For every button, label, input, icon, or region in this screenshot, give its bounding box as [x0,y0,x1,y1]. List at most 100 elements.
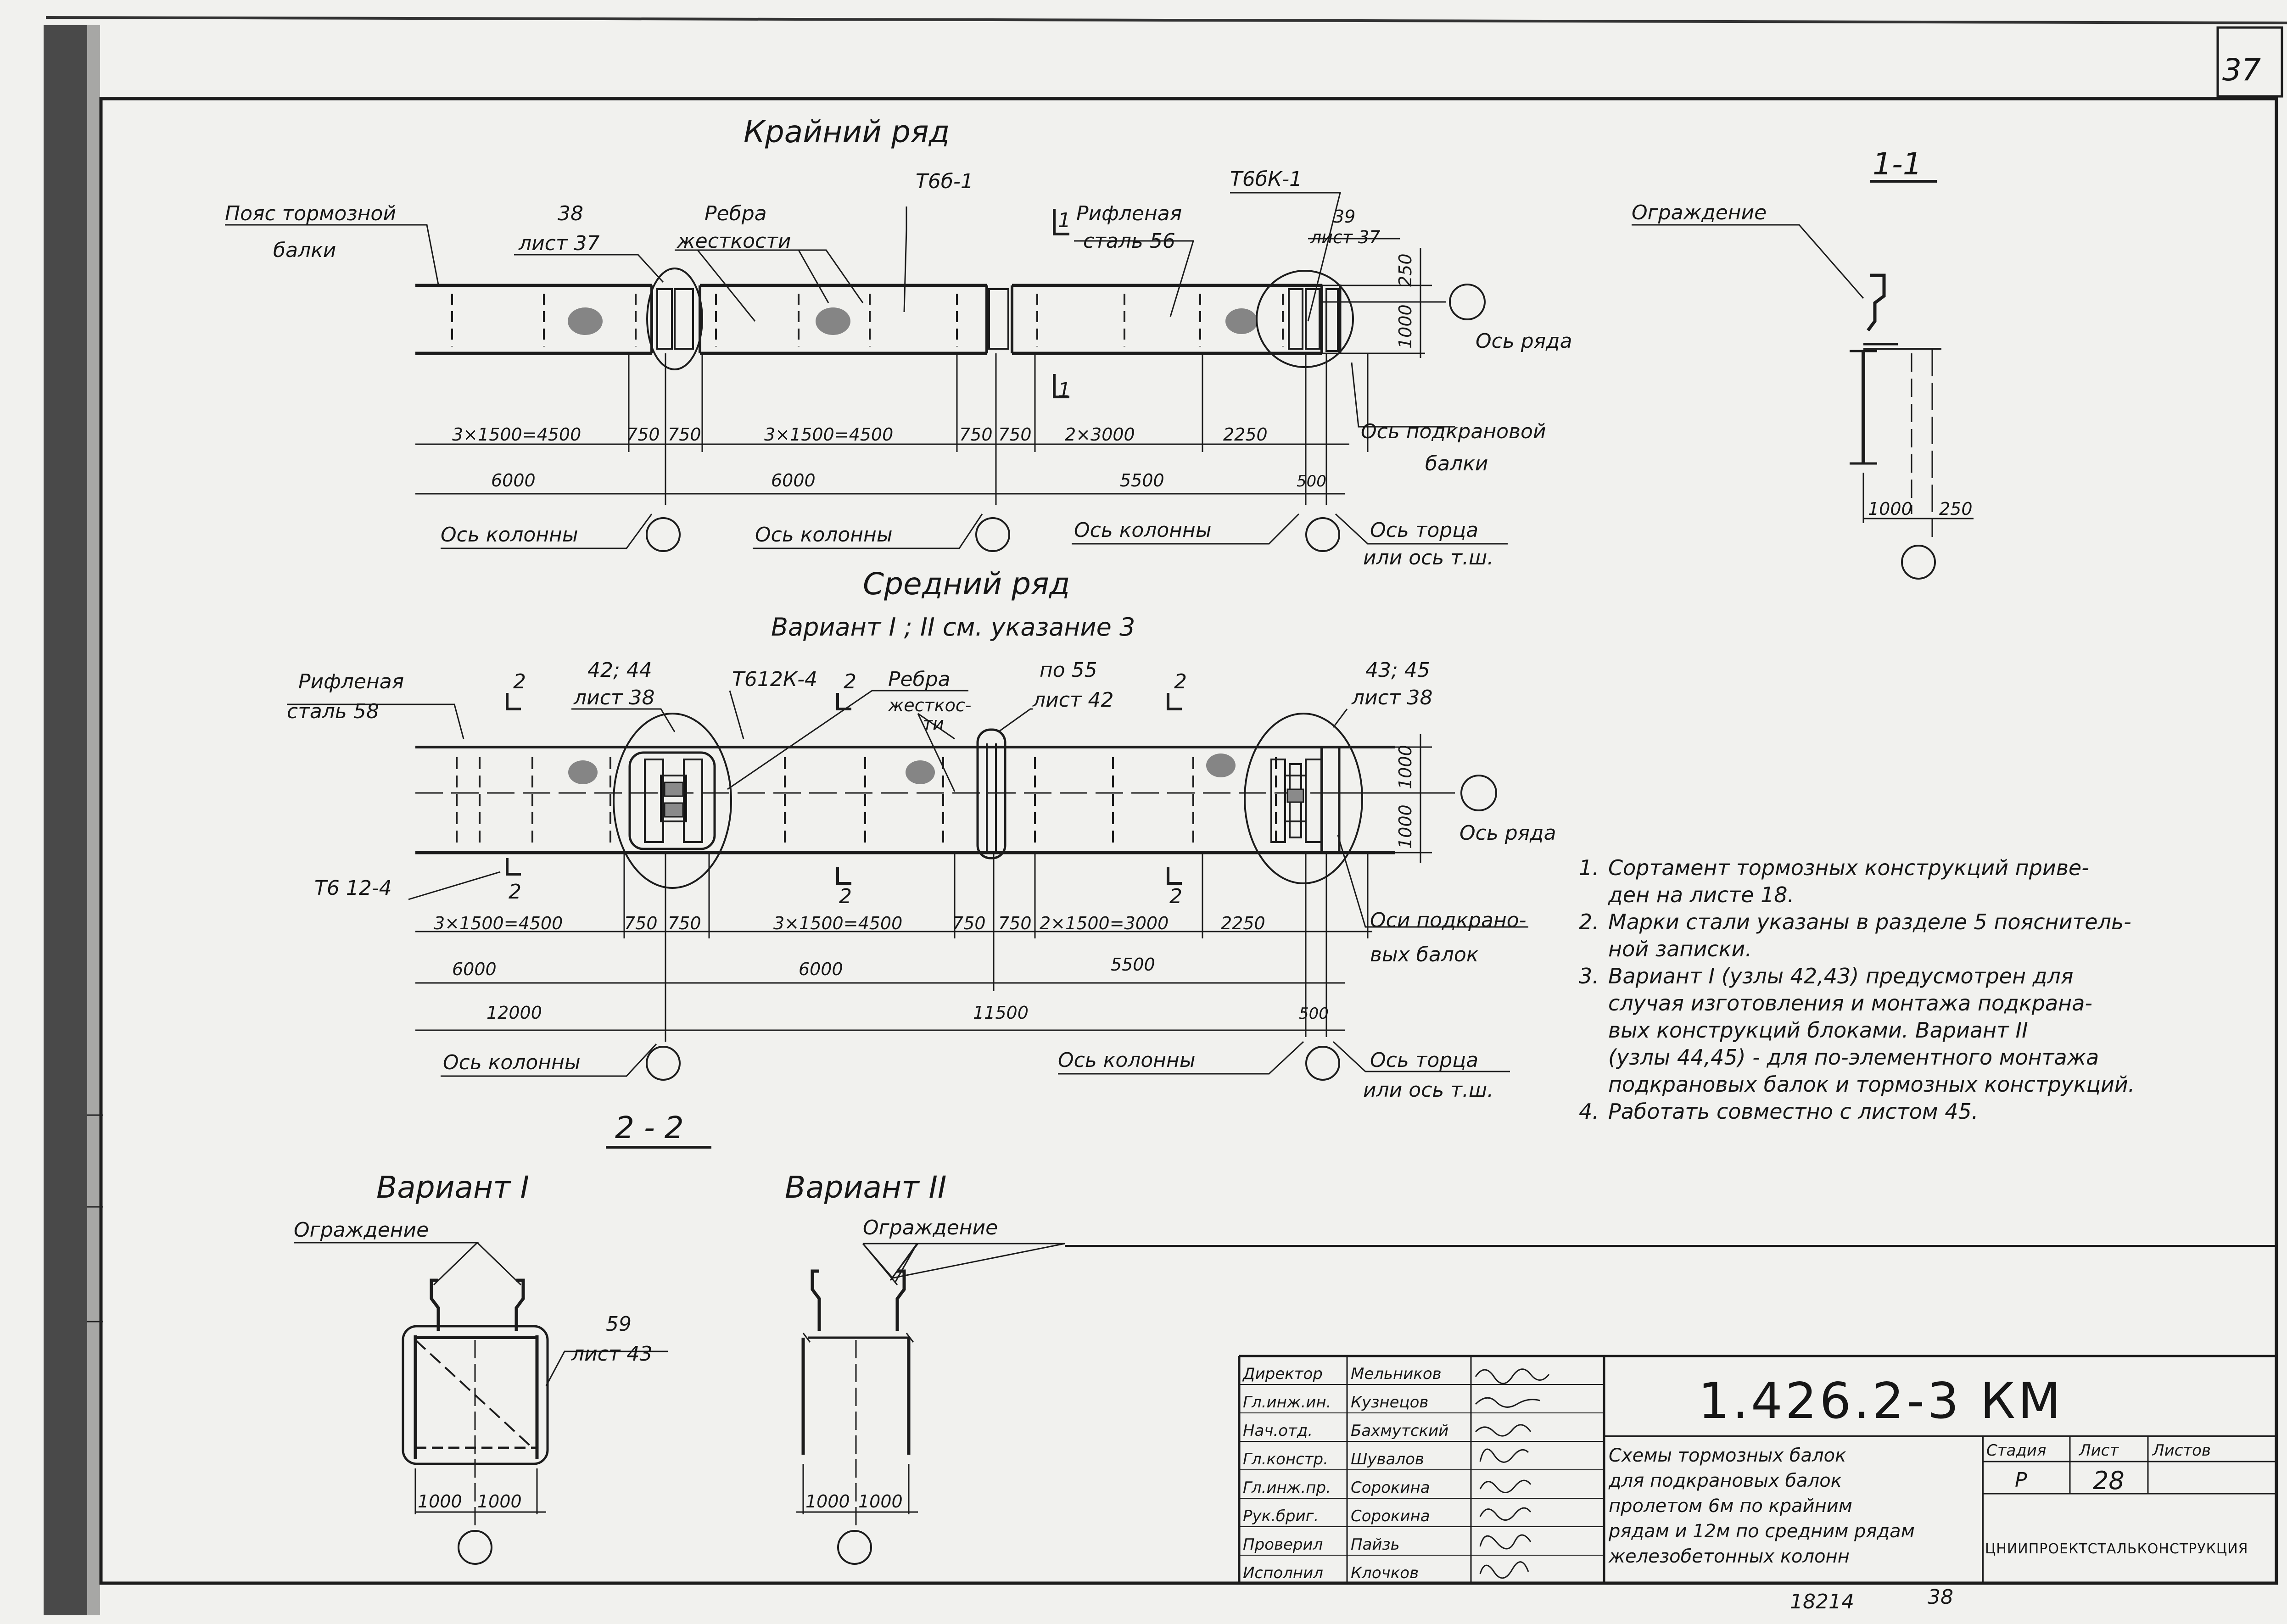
label-axis-end: Ось торца [1370,519,1478,542]
dim-middle-7: 2×1500=3000 [1040,913,1169,933]
description-line-2: для подкрановых балок [1608,1470,1842,1491]
role-5: Гл.инж.пр. [1243,1479,1331,1497]
label-ribs: Ребра [705,202,767,225]
label-axis-column-2: Ось колонны [1058,1049,1196,1072]
variant-2-fence: Ограждение [863,1216,998,1239]
corner-sheet-number: 37 [2222,52,2261,88]
plan-middle-title: Средний ряд [863,566,1070,602]
note-1-line-1: Сортамент тормозных конструкций приве- [1608,855,2089,880]
dim-middle-3: 750 [668,913,701,933]
organization: ЦНИИПРОЕКТСТАЛЬКОНСТРУКЦИЯ [1985,1541,2248,1557]
sheets-header: Листов [2152,1441,2211,1460]
dim-outer-span-3: 5500 [1120,470,1164,491]
variant-1-fence: Ограждение [294,1218,429,1242]
note-4-body: Работать совместно с листом 45. [1608,1098,1978,1125]
dim-middle-8: 2250 [1221,913,1265,933]
note-1: 1. Сортамент тормозных конструкций приве… [1579,854,2231,909]
description-line-3: пролетом 6м по крайним [1609,1496,1852,1517]
node-55-sheet: лист 42 [1032,688,1114,712]
dim-outer-span-4: 500 [1297,472,1326,491]
label-plate-2: сталь 58 [287,700,379,723]
note-4-number: 4. [1579,1099,1599,1124]
role-4: Гл.констр. [1243,1450,1328,1468]
note-3-line-4: (узлы 44,45) - для по-элементного монтаж… [1608,1045,2099,1070]
name-3: Бахмутский [1351,1422,1448,1440]
node-42-44-number: 42; 44 [587,659,652,682]
notes-list: 1. Сортамент тормозных конструкций приве… [1579,854,2231,1125]
section-1-1-fence: Ограждение [1632,201,1767,224]
note-4: 4. Работать совместно с листом 45. [1579,1098,2231,1125]
note-2: 2. Марки стали указаны в разделе 5 поясн… [1579,909,2231,963]
dim-outer-7: 2×3000 [1065,424,1135,445]
node-43-45-number: 43; 45 [1365,659,1430,682]
name-4: Шувалов [1351,1450,1424,1468]
section-2-mark-f: 2 [1169,885,1182,908]
note-3-body: Вариант I (узлы 42,43) предусмотрен для … [1608,963,2135,1098]
dim-middle-span-3: 5500 [1111,954,1155,975]
section-1-mark-top: 1 [1058,209,1071,232]
role-2: Гл.инж.ин. [1243,1393,1331,1412]
plan-middle-subtitle: Вариант I ; II см. указание 3 [771,613,1135,642]
variant-1-title: Вариант I [376,1170,529,1205]
role-3: Нач.отд. [1243,1422,1313,1440]
note-3-line-5: подкрановых балок и тормозных конструкци… [1608,1072,2135,1097]
label-axis-column-3: Ось колонны [1074,519,1212,542]
label-plate: Рифленая [1076,202,1182,225]
label-axes-crane: Оси подкрано- [1370,909,1527,932]
dim-middle-vertical-2: 1000 [1395,804,1415,849]
plan-outer-title: Крайний ряд [744,114,950,150]
label-plate-2: сталь 56 [1083,229,1175,253]
node-38-sheet: лист 37 [518,232,600,255]
name-6: Сорокина [1351,1507,1430,1525]
name-7: Пайзь [1351,1535,1400,1554]
variant-2-dim-a: 1000 [805,1491,850,1512]
note-3-line-2: случая изготовления и монтажа подкрана- [1608,991,2092,1016]
note-3-line-1: Вариант I (узлы 42,43) предусмотрен для [1608,964,2074,988]
dim-middle-2: 750 [624,913,658,933]
label-axis-end-2: или ось т.ш. [1363,1078,1493,1102]
description-line-1: Схемы тормозных балок [1609,1445,1846,1466]
left-binding-strip [44,25,87,1615]
note-3-line-3: вых конструкций блоками. Вариант II [1608,1018,2028,1043]
label-ribs: Ребра [888,668,951,691]
label-axis-row: Ось ряда [1459,821,1556,845]
label-brake-belt: Пояс тормозной [225,202,396,225]
section-1-1-dim-b: 250 [1939,499,1973,519]
role-8: Исполнил [1243,1564,1323,1582]
drawing-frame [99,97,2278,1585]
dim-middle-total-3: 500 [1299,1005,1329,1023]
plan-middle-row [287,690,1528,1081]
label-axis-crane: Ось подкрановой [1361,420,1546,443]
label-axis-crane-2: балки [1425,452,1488,475]
section-2-mark-e: 2 [1174,670,1187,693]
dim-middle-vertical-1: 1000 [1395,745,1415,789]
bottom-number-1: 18214 [1790,1590,1854,1613]
node-38-number: 38 [558,202,583,225]
label-brake-belt-2: балки [273,239,336,262]
note-2-number: 2. [1579,910,1599,934]
title-block-texts: Директор Гл.инж.ин. Нач.отд. Гл.констр. … [1242,1365,2248,1613]
label-ribs-2: жесткости [677,229,791,253]
label-axis-end: Ось торца [1370,1049,1478,1072]
note-1-number: 1. [1579,855,1599,880]
dim-middle-total-1: 12000 [486,1003,542,1023]
stage-header: Стадия [1986,1441,2046,1460]
role-1: Директор [1242,1365,1323,1383]
label-axis-row: Ось ряда [1476,329,1572,353]
section-1-1-texts: 1-1 Ограждение 1000 250 [1632,146,1973,519]
note-2-body: Марки стали указаны в разделе 5 поясните… [1608,909,2131,963]
title-block [1065,1245,2276,1583]
node-55-number: по 55 [1040,659,1097,682]
dim-outer-6: 750 [998,424,1032,445]
variant-2-dim-b: 1000 [858,1491,903,1512]
name-5: Сорокина [1351,1479,1430,1497]
mark-t612k: Т612К-4 [732,668,817,691]
note-3: 3. Вариант I (узлы 42,43) предусмотрен д… [1579,963,2231,1098]
label-ribs-2: жесткос- [888,695,971,715]
note-4-line-1: Работать совместно с листом 45. [1608,1099,1979,1124]
section-1-1-title: 1-1 [1873,146,1922,182]
section-2-mark-d: 2 [839,885,852,908]
dim-middle-1: 3×1500=4500 [434,913,563,933]
section-2-mark-a: 2 [513,670,526,693]
variant-1-dim-a: 1000 [418,1491,462,1512]
